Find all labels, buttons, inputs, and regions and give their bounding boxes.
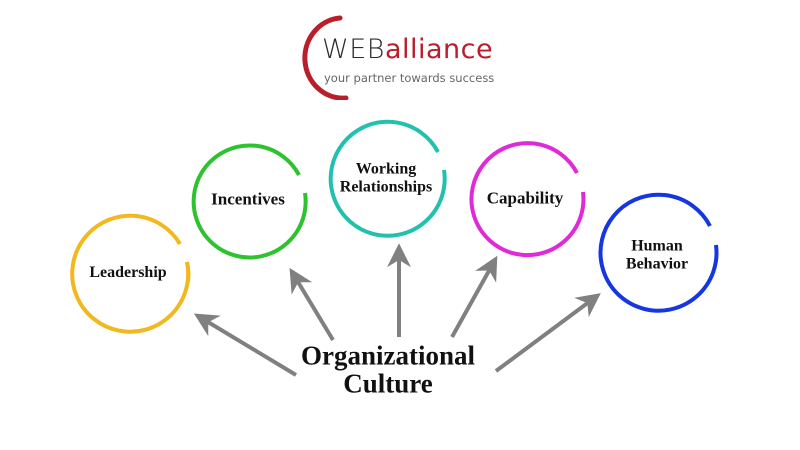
node-working-relationships: Working Relationships <box>340 160 432 195</box>
center-label-line1: Organizational <box>301 340 475 371</box>
arrow-to-human-behavior <box>494 293 601 373</box>
logo-web-text: WEB <box>322 34 385 65</box>
node-incentives: Incentives <box>211 189 285 209</box>
weballiance-logo: WEBalliance your partner towards success <box>300 14 510 100</box>
leadership-circle <box>70 213 191 334</box>
arrow-to-leadership <box>193 313 298 377</box>
node-human-behavior-line2: Behavior <box>625 255 689 272</box>
logo-alliance-text: alliance <box>384 34 494 65</box>
arrow-to-capability <box>450 255 498 338</box>
center-label-line2: Culture <box>343 369 433 399</box>
logo-swoosh-icon <box>302 15 349 100</box>
node-working-relationships-line2: Relationships <box>339 178 433 195</box>
logo-tagline: your partner towards success <box>324 71 495 85</box>
arrows <box>193 243 601 377</box>
node-capability: Capability <box>486 188 564 208</box>
node-human-behavior: Human Behavior <box>626 237 688 272</box>
logo-wordmark: WEBalliance <box>322 36 493 63</box>
node-leadership: Leadership <box>89 264 167 282</box>
center-label-organizational-culture: Organizational Culture <box>301 340 475 399</box>
human-behavior-circle <box>598 192 719 313</box>
node-working-relationships-line1: Working <box>355 160 417 178</box>
working-relationships-circle <box>328 119 447 238</box>
incentives-circle <box>191 143 308 260</box>
node-human-behavior-line1: Human <box>631 237 683 255</box>
arrow-to-incentives <box>289 267 335 342</box>
capability-circle <box>469 141 586 258</box>
